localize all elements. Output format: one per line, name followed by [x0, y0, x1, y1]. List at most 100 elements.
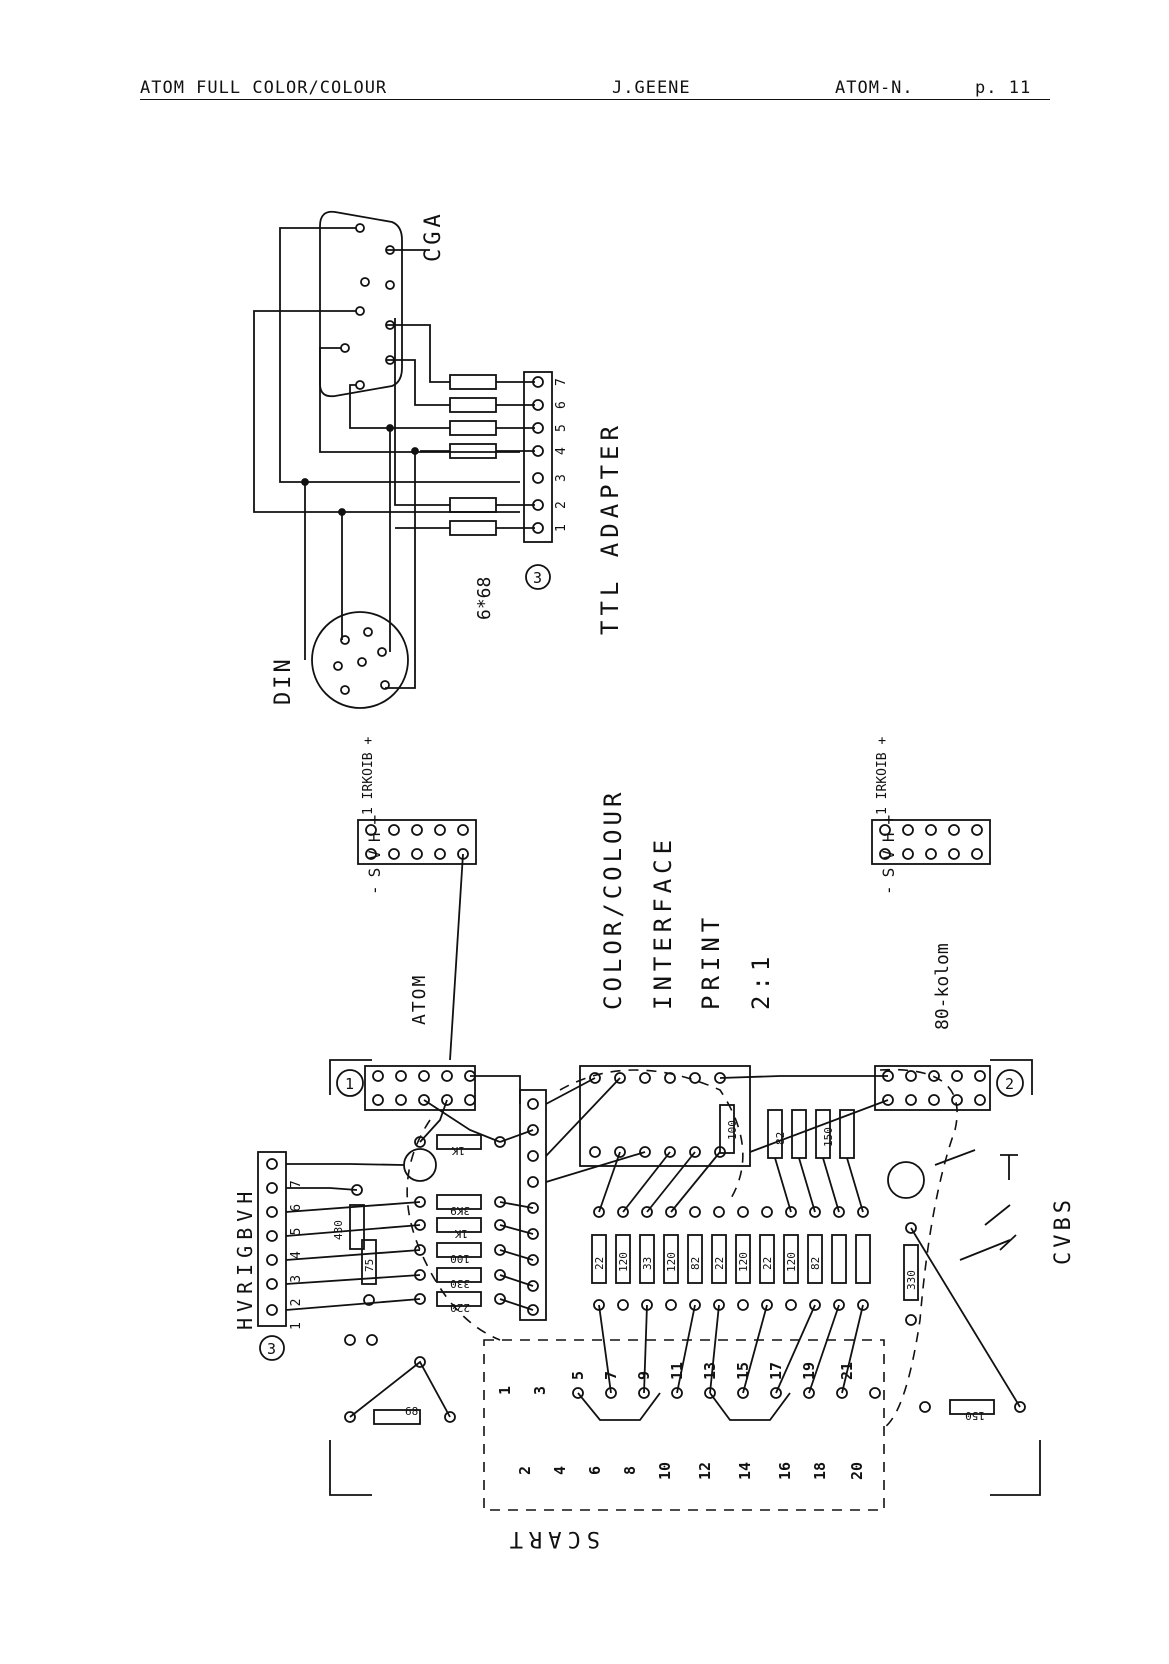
scart-pin-9: 9 — [635, 1371, 653, 1380]
label-hvr-nums: 1 2 3 4 5 6 7 — [289, 1176, 304, 1330]
scart-pin-14: 14 — [736, 1462, 754, 1480]
eighty-header — [871, 819, 991, 865]
board-corner-top-left — [329, 1059, 372, 1095]
hvr-pins — [266, 1158, 278, 1316]
res-label-22-c: 22 — [761, 1257, 774, 1270]
label-80-conn-side: -SVH+ — [879, 807, 898, 895]
label-80-conn-top: 1 IRKOIB + — [875, 737, 890, 815]
eighty-header-pins — [879, 824, 983, 860]
scart-pin-16: 16 — [776, 1462, 794, 1480]
scart-pin-15: 15 — [734, 1362, 752, 1380]
res-label-430: 430 — [332, 1220, 345, 1240]
left-resistors — [349, 1134, 482, 1307]
scart-pin-17: 17 — [767, 1362, 785, 1380]
res-label-120-d: 120 — [785, 1252, 798, 1272]
capacitor — [887, 1161, 925, 1199]
scart-pin-10: 10 — [656, 1462, 674, 1480]
ttl-pin-5: 5 — [554, 424, 569, 432]
scart-pin-4: 4 — [551, 1466, 569, 1475]
label-80-kolom: 80-kolom — [932, 943, 953, 1030]
ground-symbol-a — [1000, 1154, 1018, 1180]
scart-pin-13: 13 — [701, 1362, 719, 1380]
connector-2 — [874, 1065, 991, 1111]
connector-1 — [364, 1065, 476, 1111]
scart-pin-20: 20 — [848, 1462, 866, 1480]
res-label-75: 75 — [363, 1259, 376, 1272]
interface-line-3: PRINT — [697, 913, 725, 1010]
scart-pin-5: 5 — [569, 1371, 587, 1380]
scart-outline — [483, 1339, 885, 1511]
res-label-82-c: 82 — [774, 1132, 787, 1145]
res-label-120-c: 120 — [737, 1252, 750, 1272]
ground-symbol-b — [984, 1204, 1017, 1251]
top-pad-row — [372, 1070, 986, 1106]
ic-pins — [589, 1072, 726, 1158]
scart-pin-11: 11 — [668, 1362, 686, 1380]
res-label-1k-top: 1K — [451, 1144, 465, 1157]
circle-3-bottom-text: 3 — [267, 1340, 276, 1358]
board-wires — [285, 853, 889, 1311]
middle-resistors — [591, 1234, 871, 1284]
res-label-120-b: 120 — [665, 1252, 678, 1272]
ttl-pin-7: 7 — [554, 378, 569, 386]
header-page: p. 11 — [975, 78, 1032, 98]
board-corner-top-right — [990, 1059, 1033, 1095]
ttl-header — [523, 371, 553, 543]
label-ttl-adapter: TTL ADAPTER — [596, 421, 624, 635]
hvr-header — [257, 1151, 287, 1327]
circle-2-text: 2 — [1005, 1075, 1014, 1093]
res-label-120-a: 120 — [617, 1252, 630, 1272]
cga-connector — [319, 210, 403, 398]
label-hvr: HVRIGBVH — [233, 1186, 257, 1330]
scart-odd-pads — [572, 1387, 881, 1399]
ttl-resistors — [449, 374, 497, 536]
circle-2 — [996, 1069, 1024, 1097]
resistor-68 — [373, 1409, 421, 1425]
scart-traces — [577, 1304, 864, 1421]
res-label-82-a: 82 — [689, 1257, 702, 1270]
interface-line-4: 2:1 — [747, 952, 775, 1010]
header-center: J.GEENE — [612, 78, 691, 98]
label-din: DIN — [271, 656, 296, 705]
res-label-1k: 1K — [454, 1227, 468, 1240]
res-label-100: 100 — [450, 1252, 470, 1265]
scart-pin-19: 19 — [800, 1362, 818, 1380]
res-label-150-a: 150 — [822, 1127, 835, 1147]
res-label-220: 220 — [450, 1301, 470, 1314]
ttl-pin-3: 3 — [554, 474, 569, 482]
res-label-330: 330 — [450, 1277, 470, 1290]
circle-1 — [336, 1069, 364, 1097]
dashed-mid-path — [559, 1069, 744, 1201]
middle-resistor-pads — [593, 1206, 869, 1311]
res-label-33: 33 — [641, 1257, 654, 1270]
circle-3-top-text: 3 — [533, 569, 542, 587]
board-corner-bottom-left — [329, 1440, 372, 1496]
res-label-330-b: 330 — [905, 1270, 918, 1290]
scart-pin-1: 1 — [496, 1386, 514, 1395]
cga-pins — [340, 223, 395, 390]
ttl-pin-1: 1 — [554, 524, 569, 532]
res-label-22-a: 22 — [593, 1257, 606, 1270]
res-label-100-b: 100 — [726, 1120, 739, 1140]
label-atom-conn-top: 1 IRKOIB + — [361, 737, 376, 815]
res-label-3k9: 3K9 — [450, 1204, 470, 1217]
res-label-150-b: 150 — [965, 1409, 985, 1422]
scart-pin-3: 3 — [531, 1386, 549, 1395]
label-atom: ATOM — [409, 974, 430, 1025]
interface-line-1: COLOR/COLOUR — [599, 789, 627, 1010]
label-scart: SCART — [504, 1526, 600, 1551]
res-label-68: 68 — [405, 1405, 418, 1418]
din-pins — [333, 627, 390, 695]
scart-pin-18: 18 — [811, 1462, 829, 1480]
scart-pin-6: 6 — [586, 1466, 604, 1475]
din-connector — [311, 611, 409, 709]
label-res-count: 6*68 — [474, 577, 495, 620]
resistor-150 — [949, 1399, 995, 1415]
ttl-pin-6: 6 — [554, 401, 569, 409]
board-corner-bottom-right — [990, 1440, 1041, 1496]
label-atom-conn-side: -SVH+ — [365, 807, 384, 895]
dashed-cvbs-path — [879, 1068, 958, 1431]
ic-socket — [579, 1065, 751, 1167]
label-cga: CGA — [421, 210, 446, 262]
